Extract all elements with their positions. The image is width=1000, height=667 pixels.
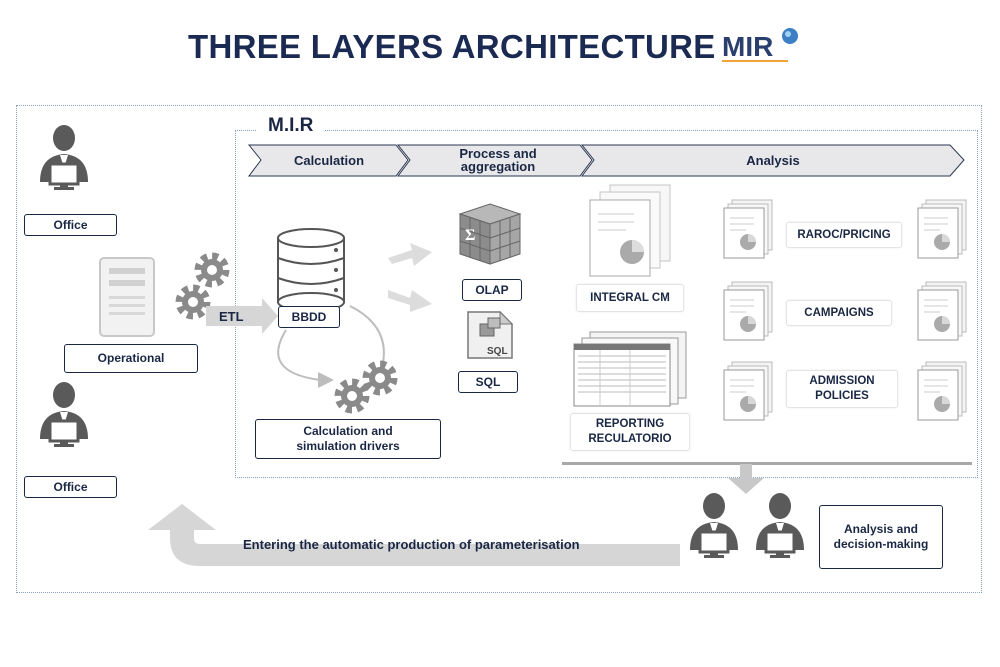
- logo-text: MIR: [722, 31, 773, 62]
- gear-icon-bottom: [179, 288, 207, 316]
- sql-label: SQL: [458, 371, 518, 393]
- drivers-line1: Calculation and: [303, 424, 393, 438]
- reporting-label: REPORTING RECULATORIO: [570, 413, 690, 451]
- gear-icon-calc-1: [366, 364, 394, 392]
- admission-line2: POLICIES: [815, 390, 869, 402]
- olap-label: OLAP: [462, 279, 522, 301]
- feedback-arrow: [148, 504, 680, 566]
- admission-line1: ADMISSION: [809, 375, 875, 387]
- outer-frame: [16, 105, 982, 593]
- stage-process: Process and aggregation: [418, 147, 578, 173]
- office-bottom-label: Office: [24, 476, 117, 498]
- arrow-to-sql: [388, 290, 432, 312]
- page-title: THREE LAYERS ARCHITECTURE: [188, 28, 716, 65]
- raroc-label: RAROC/PRICING: [786, 222, 902, 248]
- raroc-doc-right-icon: [917, 199, 967, 259]
- decision-line1: Analysis and: [843, 522, 919, 536]
- raroc-doc-left-icon: [723, 199, 773, 259]
- sql-icon-label: SQL: [487, 346, 508, 357]
- mir-logo: MIR: [722, 28, 798, 62]
- drivers-line2: simulation drivers: [296, 439, 400, 453]
- gear-icon-calc-2: [338, 382, 366, 410]
- mir-frame: [235, 130, 978, 478]
- decision-line2: decision-making: [833, 537, 929, 551]
- decision-person-1-icon: [688, 491, 740, 560]
- stage-chevrons: [247, 144, 965, 177]
- sigma-symbol: Σ: [465, 227, 475, 244]
- admission-doc-left-icon: [723, 361, 773, 421]
- drivers-label: Calculation and simulation drivers: [255, 419, 441, 459]
- campaigns-doc-left-icon: [723, 281, 773, 341]
- office-bottom-person-icon: [38, 380, 90, 449]
- mir-label: M.I.R: [256, 115, 326, 137]
- operational-label: Operational: [64, 344, 198, 373]
- analysis-baseline: [562, 462, 972, 465]
- decision-person-2-icon: [754, 491, 806, 560]
- stage-analysis: Analysis: [746, 153, 800, 168]
- feedback-label: Entering the automatic production of par…: [243, 537, 580, 552]
- admission-doc-right-icon: [917, 361, 967, 421]
- stage-process-line1: Process and: [459, 146, 537, 161]
- gear-icon-top: [198, 256, 226, 284]
- stage-calculation: Calculation: [293, 153, 365, 168]
- arrow-to-olap: [388, 243, 432, 266]
- etl-arrow: [206, 298, 278, 334]
- server-icon: [99, 257, 155, 337]
- campaigns-label: CAMPAIGNS: [786, 300, 892, 326]
- admission-label: ADMISSION POLICIES: [786, 370, 898, 408]
- reporting-screens-icon: [573, 331, 687, 407]
- database-icon: [277, 228, 345, 312]
- campaigns-doc-right-icon: [917, 281, 967, 341]
- sql-file-icon: SQL: [467, 310, 514, 359]
- integral-cm-documents-icon: [589, 184, 671, 277]
- decision-label: Analysis and decision-making: [819, 505, 943, 569]
- bbdd-label: BBDD: [278, 306, 340, 328]
- olap-cube-icon: Σ: [458, 203, 522, 265]
- down-arrow: [728, 464, 764, 494]
- office-top-person-icon: [38, 123, 90, 192]
- office-top-label: Office: [24, 214, 117, 236]
- stage-process-line2: aggregation: [460, 159, 536, 174]
- reporting-line2: RECULATORIO: [588, 433, 672, 445]
- integral-cm-label: INTEGRAL CM: [576, 284, 684, 312]
- reporting-line1: REPORTING: [595, 418, 665, 430]
- etl-label: ETL: [219, 309, 244, 324]
